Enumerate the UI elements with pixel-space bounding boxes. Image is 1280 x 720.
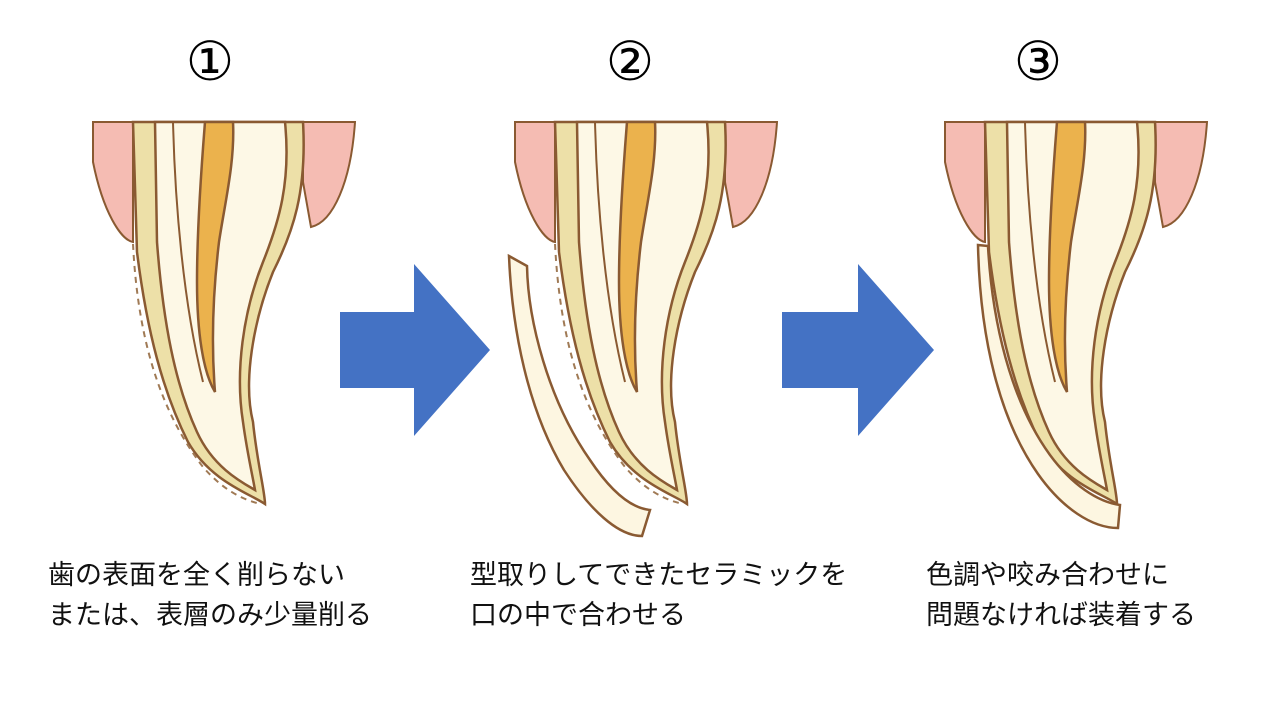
step-1-number: ①: [185, 30, 235, 93]
step-1-caption-line-1: 歯の表面を全く削らない: [48, 560, 345, 591]
step-2-caption-line-1: 型取りしてできたセラミックを: [470, 560, 848, 591]
tooth-2-illustration: [513, 120, 779, 506]
step-2-number: ②: [605, 30, 655, 93]
step-3-caption: 色調や咬み合わせに 問題なければ装着する: [926, 556, 1196, 636]
step-1-caption-line-2: または、表層のみ少量削る: [48, 600, 372, 631]
tooth-1-illustration: [91, 120, 357, 506]
step-3-caption-line-2: 問題なければ装着する: [926, 600, 1196, 631]
step-2-caption-line-2: 口の中で合わせる: [470, 600, 686, 631]
veneer-attached: [976, 243, 1122, 530]
arrow-1: [340, 264, 490, 436]
step-3-caption-line-1: 色調や咬み合わせに: [926, 560, 1169, 591]
arrow-2: [782, 264, 934, 436]
veneer-shell: [507, 253, 652, 538]
step-2-caption: 型取りしてできたセラミックを 口の中で合わせる: [470, 556, 847, 636]
step-1-caption: 歯の表面を全く削らない または、表層のみ少量削る: [48, 556, 372, 636]
step-3-number: ③: [1013, 30, 1063, 93]
